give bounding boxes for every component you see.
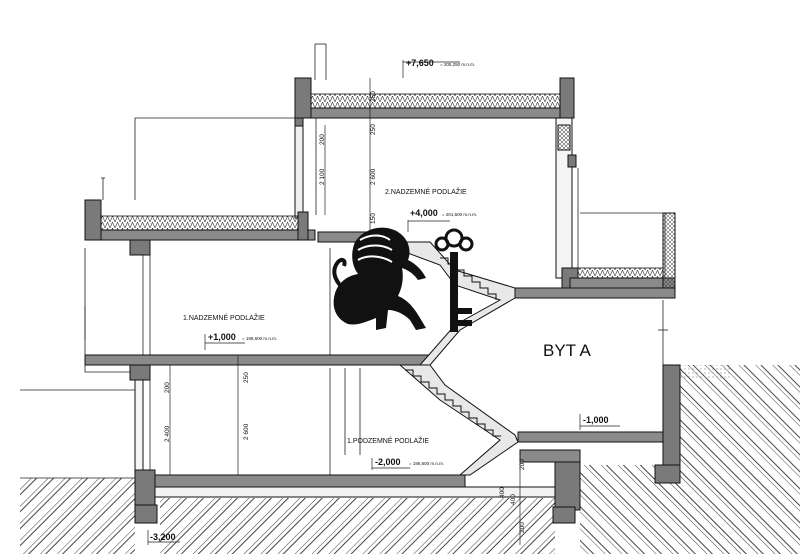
dimension-texts: 250 250 200 2 100 2 600 150 250 200 2 40… <box>164 91 526 533</box>
basement-name: 1.PODZEMNÉ PODLAŽIE <box>347 436 429 445</box>
first-floor-level: +1,000 <box>208 332 236 342</box>
apartment-title: BYT A <box>543 341 592 360</box>
lion-key-logo <box>332 227 474 332</box>
dim-400-a: 400 <box>499 487 506 498</box>
roof-level-label: +7,650 <box>406 58 434 68</box>
dim-200-bottom: 200 <box>519 522 526 533</box>
basement-level: -2,000 <box>375 457 401 467</box>
first-floor-abs: = 198,600 m.n.m. <box>242 336 277 341</box>
structure <box>84 77 681 524</box>
dim-200-mid: 200 <box>164 382 171 393</box>
basement-abs: = 195,600 m.n.m. <box>409 461 444 466</box>
soil-hatching <box>20 365 800 554</box>
second-floor-abs: = 201,600 m.n.m. <box>442 212 477 217</box>
dimension-lines <box>147 60 620 545</box>
second-floor-level: +4,000 <box>410 208 438 218</box>
footing-level: -3,200 <box>150 532 176 542</box>
roof-abs-label: = 205,250 m.n.m. <box>440 62 475 67</box>
insulation <box>100 93 664 279</box>
dim-200-top: 200 <box>319 134 326 145</box>
first-floor-name: 1.NADZEMNÉ PODLAŽIE <box>183 313 265 322</box>
key-icon <box>434 228 474 332</box>
dim-400-b: 400 <box>510 494 517 505</box>
lion-body-shape <box>333 227 426 330</box>
dim-200-right: 200 <box>519 459 526 470</box>
dim-2100: 2 100 <box>319 168 326 185</box>
dim-250-roof: 250 <box>370 91 377 102</box>
dim-2400: 2 400 <box>164 425 171 442</box>
dim-150: 150 <box>370 213 377 224</box>
dim-2600-top: 2 600 <box>370 168 377 185</box>
dim-250-mid: 250 <box>243 372 250 383</box>
dim-250-top: 250 <box>370 124 377 135</box>
garden-level: -1,000 <box>583 415 609 425</box>
dim-2600-mid: 2 600 <box>243 423 250 440</box>
second-floor-name: 2.NADZEMNÉ PODLAŽIE <box>385 187 467 196</box>
